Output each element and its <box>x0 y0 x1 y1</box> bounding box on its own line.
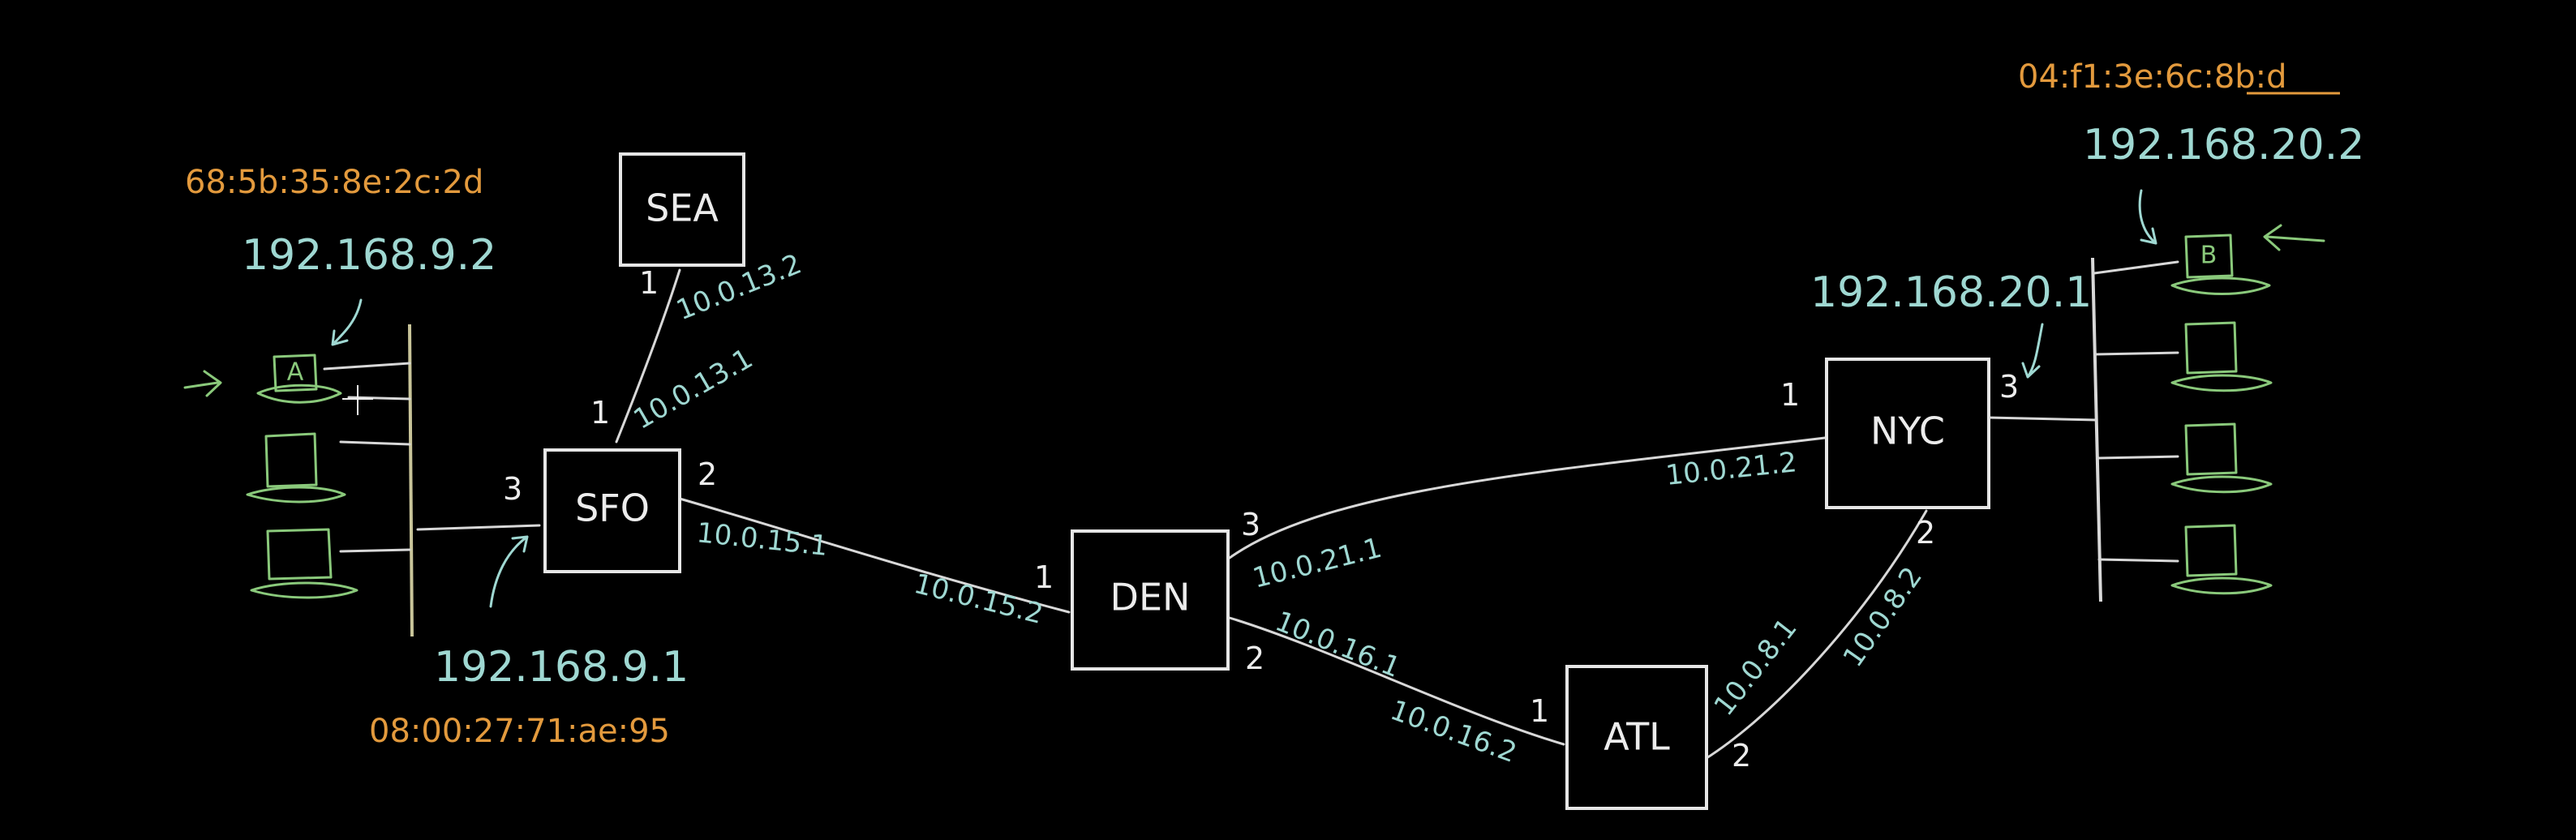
router-atl-label: ATL <box>1604 715 1670 759</box>
port-sfo-2: 2 <box>698 456 717 492</box>
router-den-box <box>1071 529 1230 671</box>
arrow-icon-host-a <box>183 370 222 397</box>
port-nyc-2: 2 <box>1916 515 1935 551</box>
router-den-label: DEN <box>1110 576 1191 619</box>
lan-b-stub-4 <box>2097 558 2179 563</box>
router-sfo-label: SFO <box>575 486 650 530</box>
lan-a-stub-1 <box>323 362 411 371</box>
port-den-3: 3 <box>1241 507 1260 542</box>
router-atl: ATL <box>1565 665 1708 810</box>
router-sea-box <box>619 152 745 267</box>
router-sea: SEA <box>619 152 745 267</box>
computer-icon-lan-a-3 <box>250 528 358 599</box>
computer-icon-host-a: A <box>256 354 342 404</box>
host-b-ip: 192.168.20.2 <box>2083 121 2364 169</box>
link-den-atl <box>1228 616 1565 746</box>
lan-b-stub-2 <box>2094 351 2179 356</box>
router-sea-label: SEA <box>646 186 719 230</box>
host-a-mac: 68:5b:35:8e:2c:2d <box>185 164 483 201</box>
router-nyc: NYC <box>1825 358 1990 509</box>
link-atl-nyc <box>1705 509 1928 760</box>
arrow-icon-host-a-ip <box>331 298 363 346</box>
port-nyc-3: 3 <box>1999 369 2019 405</box>
port-sfo-3: 3 <box>503 471 522 507</box>
arrow-icon-nyc-gateway-ip <box>2021 323 2044 379</box>
router-sfo: SFO <box>543 448 681 573</box>
computer-icon-lan-b-2 <box>2170 321 2273 392</box>
port-atl-1: 1 <box>1530 693 1549 729</box>
router-sfo-box <box>543 448 681 573</box>
link-sea-sfo <box>615 268 681 444</box>
computer-icon-host-b: B <box>2170 234 2271 295</box>
lan-b-stub-1 <box>2093 260 2179 275</box>
arrow-icon-host-b-ip <box>2138 189 2157 245</box>
arrow-icon-sfo-gateway-ip <box>489 535 529 608</box>
link-nyc-lan-b <box>1987 416 2098 422</box>
port-sea-1: 1 <box>639 265 659 301</box>
link-den-nyc <box>1228 436 1827 559</box>
router-den: DEN <box>1071 529 1230 671</box>
router-atl-box <box>1565 665 1708 810</box>
sfo-gateway-ip: 192.168.9.1 <box>434 643 689 692</box>
router-nyc-label: NYC <box>1870 409 1945 453</box>
link-sfo-den <box>678 497 1071 614</box>
lan-a-stub-1b <box>347 396 411 401</box>
lan-b-stub-3 <box>2096 455 2179 460</box>
crosshair-cursor-icon <box>342 385 373 415</box>
host-b-mac: 04:f1:3e:6c:8b:d <box>2018 58 2287 96</box>
sfo-gateway-mac: 08:00:27:71:ae:95 <box>369 713 670 750</box>
lan-a-stub-3 <box>339 548 411 553</box>
port-atl-2: 2 <box>1732 738 1751 774</box>
lan-b-bus <box>2091 257 2102 602</box>
host-a-label: A <box>287 358 304 387</box>
computer-icon-lan-a-2 <box>246 432 346 504</box>
nyc-gateway-ip: 192.168.20.1 <box>1810 268 2092 317</box>
computer-icon-lan-b-4 <box>2170 524 2273 595</box>
port-den-2: 2 <box>1245 641 1264 676</box>
router-nyc-box <box>1825 358 1990 509</box>
host-a-ip: 192.168.9.2 <box>242 231 496 280</box>
port-nyc-1: 1 <box>1780 377 1800 413</box>
link-sfo-lan-a <box>416 524 541 531</box>
computer-icon-lan-b-3 <box>2170 422 2273 494</box>
lan-a-bus <box>408 324 414 637</box>
port-den-1: 1 <box>1034 559 1054 595</box>
port-sfo-1: 1 <box>590 395 610 431</box>
host-b-label: B <box>2200 242 2218 270</box>
lan-a-stub-2 <box>339 440 411 446</box>
arrow-icon-host-b <box>2263 224 2325 251</box>
